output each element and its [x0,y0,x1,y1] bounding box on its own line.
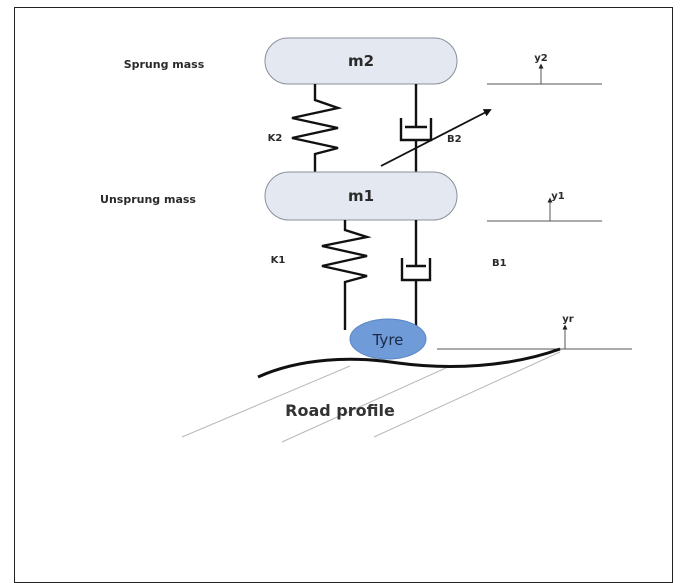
spring-k1 [321,220,372,330]
road-hatching [181,351,561,443]
damper-b2 [399,84,433,172]
unsprung-mass-label: m1 [348,187,374,205]
y2-label: y2 [534,53,548,64]
damper-b2-label: B2 [447,134,462,145]
sprung-mass-label: m2 [348,52,374,70]
tyre-label: Tyre [372,331,404,349]
unsprung-mass-block: m1 [264,171,458,221]
spring-k2 [291,84,343,172]
adjustable-arrow-icon [380,109,492,167]
y1-reference [487,197,602,222]
damper-b1 [400,220,432,330]
tyre: Tyre [349,318,427,360]
yr-reference [437,324,632,350]
y1-label: y1 [551,191,565,202]
road-profile-curve [257,347,561,379]
sprung-mass-block: m2 [264,37,458,85]
unsprung-mass-side-label: Unsprung mass [100,193,196,206]
spring-k2-label: K2 [268,133,283,144]
spring-k1-label: K1 [271,255,286,266]
road-profile-label: Road profile [285,401,395,420]
y2-reference [487,63,602,85]
yr-label: yr [562,314,574,325]
sprung-mass-side-label: Sprung mass [124,58,205,71]
damper-b1-label: B1 [492,258,507,269]
